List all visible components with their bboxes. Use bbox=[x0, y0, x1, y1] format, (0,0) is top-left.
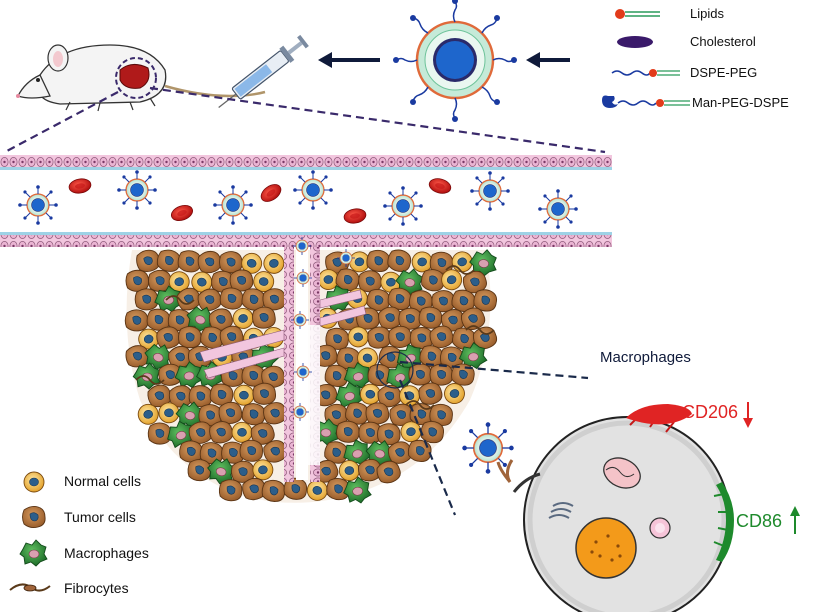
legend-cholesterol-label: Cholesterol bbox=[690, 34, 756, 49]
macrophage-cell-zoom bbox=[496, 404, 734, 612]
tumor-cell bbox=[252, 382, 277, 406]
blood-vessel bbox=[0, 155, 612, 247]
tumor-cell bbox=[186, 458, 212, 483]
fibrocyte-icon bbox=[9, 583, 51, 592]
tumor-mass bbox=[123, 236, 500, 506]
fibrocyte bbox=[465, 325, 495, 335]
legend-dspe-peg-label: DSPE-PEG bbox=[690, 65, 758, 80]
fibrocyte bbox=[445, 265, 475, 275]
cd206-down-arrow-icon bbox=[743, 402, 753, 428]
tumor-cell bbox=[218, 251, 243, 274]
tumor-cell bbox=[125, 269, 150, 292]
legend-macrophages-label: Macrophages bbox=[64, 545, 149, 561]
normal-cell bbox=[231, 421, 253, 443]
tumor-cell bbox=[147, 421, 172, 446]
tumor-cell bbox=[124, 308, 149, 332]
legend-man-peg-dspe-label: Man-PEG-DSPE bbox=[692, 95, 789, 110]
tumor-cell bbox=[177, 325, 203, 350]
golgi-icon bbox=[548, 502, 574, 519]
flow-arrow-right bbox=[526, 52, 570, 68]
tumor-cell bbox=[357, 270, 382, 293]
liposome-large-icon bbox=[393, 0, 517, 122]
normal-cell-icon bbox=[23, 471, 45, 493]
cholesterol-icon bbox=[617, 36, 653, 48]
dspe-peg-icon bbox=[611, 69, 680, 77]
cd86-label: CD86 bbox=[736, 511, 783, 531]
fibrocyte bbox=[135, 375, 165, 385]
legend-lipids-label: Lipids bbox=[690, 6, 724, 21]
cd206-label: CD206 bbox=[682, 402, 739, 422]
legend-normal-cells-label: Normal cells bbox=[64, 473, 142, 489]
tumor-cell bbox=[429, 363, 454, 386]
vessel-liposomes bbox=[17, 169, 579, 230]
legend-tumor-cells-label: Tumor cells bbox=[64, 509, 136, 525]
tumor-cell bbox=[251, 305, 277, 330]
flow-arrow-left bbox=[318, 52, 380, 68]
normal-cell bbox=[158, 402, 180, 424]
zoom-dashed-lines bbox=[4, 86, 606, 154]
man-peg-dspe-icon bbox=[602, 95, 690, 108]
macrophage-icon bbox=[19, 539, 48, 567]
macrophage-callout-lines bbox=[376, 351, 589, 516]
tumor-cell bbox=[134, 288, 159, 311]
cd86-up-arrow-icon bbox=[790, 506, 800, 534]
lipid-icon bbox=[615, 9, 660, 19]
macrophages-callout-label: Macrophages bbox=[600, 349, 691, 366]
tumor-capillaries bbox=[199, 247, 367, 482]
mouse-illustration bbox=[16, 44, 266, 112]
syringe-illustration bbox=[218, 34, 309, 109]
legend-fibrocytes-label: Fibrocytes bbox=[64, 580, 129, 596]
liposome-binding-icon bbox=[461, 421, 515, 475]
fibrocyte bbox=[165, 295, 195, 305]
fibrocyte bbox=[405, 400, 435, 410]
tumor-cell-icon bbox=[22, 505, 46, 529]
tumor-cell bbox=[376, 422, 401, 446]
